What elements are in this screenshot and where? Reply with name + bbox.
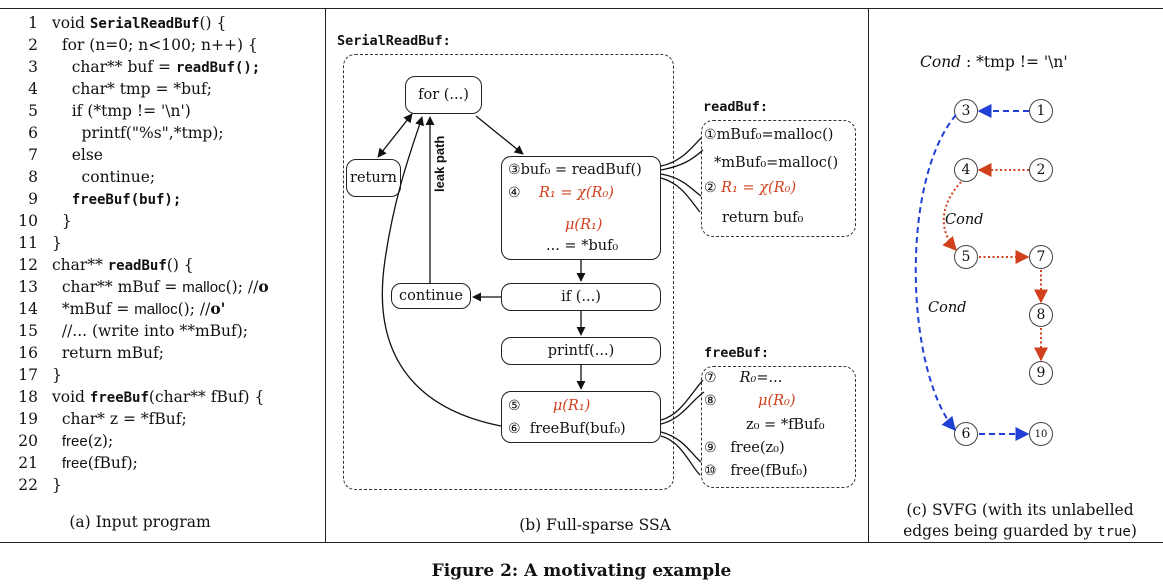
svfg-node-9: 9 — [1029, 361, 1053, 385]
label-serialreadbuf: SerialReadBuf: — [337, 33, 451, 49]
code-line: 17} — [18, 366, 62, 384]
code-line: 4 char* tmp = *buf; — [28, 80, 213, 98]
caption-c-line-1: (c) SVFG (with its unlabelled — [906, 501, 1134, 519]
stmt-9: ⑨ free(z₀) — [704, 440, 785, 456]
code-line: 9 freeBuf(buf); — [28, 190, 182, 208]
cond-definition: Cond : *tmp != '\n' — [920, 53, 1068, 71]
code-line: 2 for (n=0; n<100; n++) { — [28, 36, 258, 54]
svfg-node-3: 3 — [954, 99, 978, 123]
edge-for-return — [377, 113, 413, 158]
svfg-node-10: 10 — [1029, 422, 1053, 446]
code-line: 21 free(fBuf); — [18, 454, 138, 472]
caption-c-line-2: edges being guarded by true) — [903, 522, 1137, 540]
freebuf-frame — [701, 366, 856, 488]
readbuf-callsite-node: ③buf₀ = readBuf() ④ R₁ = χ(R₀) μ(R₁) ...… — [501, 156, 661, 260]
stmt-8: ⑧ μ(R₀) — [704, 393, 796, 409]
edge-for-to-call — [475, 115, 524, 155]
edge-4-to-5 — [942, 181, 962, 252]
code-line: 20 free(z); — [18, 432, 114, 450]
svfg-node-4: 4 — [954, 158, 978, 182]
stmt-5: ⑤ μ(R₁) — [508, 398, 591, 414]
serialreadbuf-frame — [343, 54, 674, 490]
deref-buf: ... = *buf₀ — [546, 238, 619, 254]
svfg-node-2: 2 — [1029, 158, 1053, 182]
code-line: 16 return mBuf; — [18, 344, 164, 362]
stmt-4: ④ R₁ = χ(R₀) — [508, 185, 614, 201]
stmt-3: ③buf₀ = readBuf() — [508, 162, 642, 178]
svfg-node-1: 1 — [1029, 99, 1053, 123]
svfg-node-8: 8 — [1029, 303, 1053, 327]
bottom-rule — [0, 542, 1163, 543]
cond-label-1: Cond — [945, 212, 984, 228]
code-line: 3 char** buf = readBuf(); — [28, 58, 261, 76]
stmt-10: ⑩ free(fBuf₀) — [704, 463, 808, 479]
stmt-7: ⑦ R₀=... — [704, 370, 783, 386]
svfg-node-6: 6 — [954, 422, 978, 446]
svfg-node-7: 7 — [1029, 245, 1053, 269]
divider-b-c — [868, 8, 869, 542]
freebuf-callsite-node: ⑤ μ(R₁) ⑥ freeBuf(buf₀) — [501, 391, 661, 443]
stmt-1b: *mBuf₀=malloc() — [714, 155, 839, 171]
code-line: 8 continue; — [28, 168, 156, 186]
continue-node: continue — [391, 283, 471, 309]
top-rule — [0, 8, 1163, 9]
if-node: if (...) — [501, 283, 661, 311]
code-line: 15 //... (write into **mBuf); — [18, 322, 249, 340]
code-line: 19 char* z = *fBuf; — [18, 410, 187, 428]
code-line: 10 } — [18, 212, 72, 230]
edge-call2-to-for — [381, 116, 502, 427]
divider-a-b — [325, 8, 326, 542]
label-freebuf: freeBuf: — [704, 345, 770, 361]
caption-a: (a) Input program — [69, 513, 211, 531]
code-line: 11} — [18, 234, 62, 252]
code-line: 5 if (*tmp != '\n') — [28, 102, 191, 120]
stmt-6: ⑥ freeBuf(buf₀) — [508, 421, 626, 437]
printf-node: printf(...) — [501, 337, 661, 365]
return-buf: return buf₀ — [722, 210, 804, 226]
for-node: for (...) — [405, 76, 482, 114]
figure-title: Figure 2: A motivating example — [431, 561, 732, 581]
code-line: 6 printf("%s",*tmp); — [28, 124, 224, 142]
caption-c: (c) SVFG (with its unlabelled edges bein… — [880, 500, 1160, 543]
deref-fbuf: z₀ = *fBuf₀ — [746, 417, 825, 433]
stmt-2: ② R₁ = χ(R₀) — [704, 180, 797, 196]
caption-b: (b) Full-sparse SSA — [519, 516, 671, 534]
svfg-node-5: 5 — [954, 245, 978, 269]
stmt-1: ①mBuf₀=malloc() — [704, 127, 834, 143]
cond-label-2: Cond — [928, 300, 967, 316]
code-line: 22} — [18, 476, 62, 494]
code-line: 14 *mBuf = malloc(); //o' — [18, 299, 226, 318]
mu-r1: μ(R₁) — [565, 217, 603, 233]
label-readbuf: readBuf: — [703, 99, 769, 115]
readbuf-frame — [701, 120, 856, 237]
code-line: 13 char** mBuf = malloc(); //o — [18, 277, 269, 296]
code-line: 7 else — [28, 146, 103, 164]
edge-3-to-6 — [914, 114, 957, 432]
return-node: return — [346, 159, 401, 197]
